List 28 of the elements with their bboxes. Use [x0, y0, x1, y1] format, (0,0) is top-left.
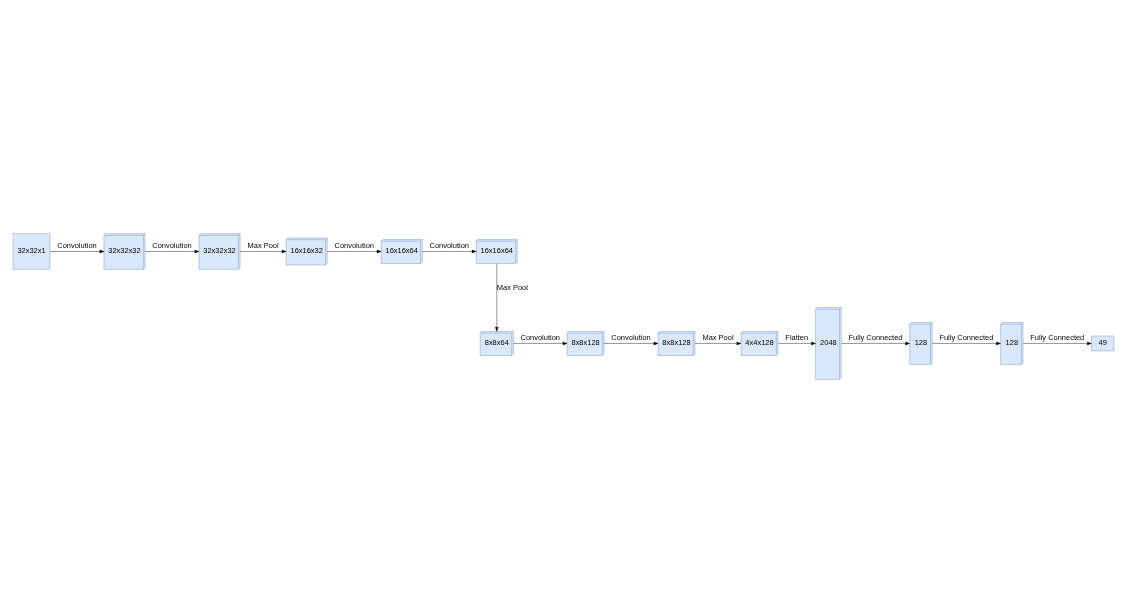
arrow	[144, 249, 200, 253]
edge-label: Max Pool	[496, 282, 528, 292]
edge-label: Fully Connected	[1030, 332, 1085, 342]
edge-label: Convolution	[57, 240, 97, 250]
node-box: 49	[1091, 335, 1115, 351]
edge-label: Convolution	[429, 240, 469, 250]
arrow	[422, 249, 477, 253]
edge-label: Convolution	[611, 332, 651, 342]
edge-label: Fully Connected	[939, 332, 994, 342]
arrow	[49, 249, 105, 253]
edge-label: Convolution	[520, 332, 560, 342]
arrow	[239, 249, 287, 253]
arrow	[932, 341, 1001, 345]
arrow	[841, 341, 910, 345]
edge-label: Max Pool	[702, 332, 734, 342]
edge-label: Convolution	[152, 240, 192, 250]
edge-label: Convolution	[334, 240, 374, 250]
arrow	[327, 249, 382, 253]
node-box: 32x32x1	[12, 232, 51, 270]
arrow	[694, 341, 742, 345]
arrow	[513, 341, 568, 345]
edge-label: Max Pool	[247, 240, 279, 250]
arrow	[1022, 341, 1092, 345]
arrow	[777, 341, 816, 345]
edge-label: Flatten	[785, 332, 809, 342]
edge-label: Fully Connected	[848, 332, 903, 342]
arrow	[495, 262, 499, 332]
arrow	[603, 341, 659, 345]
